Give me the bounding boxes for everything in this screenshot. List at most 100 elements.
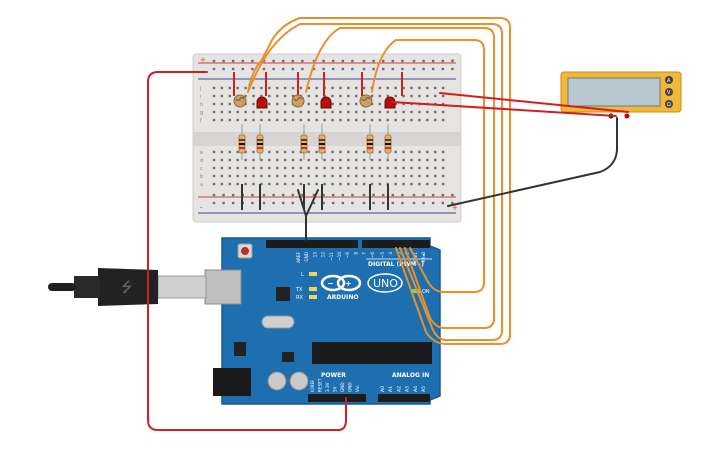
breadboard-hole[interactable] [268, 166, 271, 170]
rail-hole[interactable] [362, 193, 366, 197]
breadboard-hole[interactable] [331, 110, 334, 114]
rail-hole[interactable] [422, 201, 425, 205]
breadboard-hole[interactable] [355, 158, 358, 162]
breadboard-hole[interactable] [323, 118, 326, 122]
digital-header-right[interactable] [362, 240, 430, 248]
breadboard-hole[interactable] [355, 94, 358, 98]
breadboard-hole[interactable] [434, 118, 437, 122]
rail-hole[interactable] [432, 67, 435, 71]
breadboard-hole[interactable] [378, 182, 382, 186]
breadboard-hole[interactable] [228, 166, 231, 170]
rail-hole[interactable] [341, 59, 344, 63]
breadboard-hole[interactable] [252, 94, 255, 98]
rail-hole[interactable] [212, 67, 216, 71]
breadboard-hole[interactable] [347, 110, 350, 114]
breadboard-hole[interactable] [260, 94, 263, 98]
rail-hole[interactable] [351, 59, 354, 63]
rail-hole[interactable] [341, 67, 344, 71]
breadboard-hole[interactable] [347, 182, 350, 186]
breadboard-hole[interactable] [323, 182, 326, 186]
breadboard-hole[interactable] [418, 94, 421, 98]
rail-hole[interactable] [222, 67, 225, 71]
breadboard-hole[interactable] [441, 158, 445, 162]
breadboard-hole[interactable] [434, 158, 437, 162]
rail-hole[interactable] [362, 59, 366, 63]
breadboard-hole[interactable] [339, 158, 342, 162]
breadboard-hole[interactable] [418, 166, 421, 170]
breadboard-hole[interactable] [362, 150, 366, 154]
rail-hole[interactable] [222, 201, 225, 205]
breadboard-hole[interactable] [339, 110, 342, 114]
rail-hole[interactable] [262, 67, 266, 71]
rail-hole[interactable] [272, 59, 275, 63]
breadboard-hole[interactable] [307, 174, 310, 178]
breadboard-hole[interactable] [276, 150, 279, 154]
wire-probe-red[interactable] [439, 92, 629, 113]
rail-hole[interactable] [212, 59, 216, 63]
rail-hole[interactable] [301, 59, 304, 63]
rail-hole[interactable] [312, 201, 316, 205]
breadboard-hole[interactable] [283, 86, 287, 90]
breadboard-hole[interactable] [418, 182, 421, 186]
breadboard-hole[interactable] [228, 182, 231, 186]
rail-hole[interactable] [362, 67, 366, 71]
breadboard-hole[interactable] [386, 174, 389, 178]
breadboard-hole[interactable] [410, 182, 413, 186]
breadboard-hole[interactable] [426, 150, 429, 154]
rail-hole[interactable] [391, 67, 394, 71]
breadboard-hole[interactable] [307, 158, 310, 162]
breadboard-hole[interactable] [362, 110, 366, 114]
breadboard-hole[interactable] [418, 118, 421, 122]
breadboard-hole[interactable] [441, 110, 445, 114]
breadboard-hole[interactable] [378, 86, 382, 90]
breadboard-hole[interactable] [260, 174, 263, 178]
breadboard-hole[interactable] [220, 166, 224, 170]
rail-hole[interactable] [441, 59, 444, 63]
rail-hole[interactable] [382, 201, 385, 205]
breadboard-hole[interactable] [434, 94, 437, 98]
breadboard-hole[interactable] [386, 86, 389, 90]
rail-hole[interactable] [412, 193, 416, 197]
breadboard-hole[interactable] [362, 86, 366, 90]
breadboard-hole[interactable] [212, 174, 216, 178]
breadboard-hole[interactable] [236, 158, 239, 162]
breadboard-hole[interactable] [418, 110, 421, 114]
breadboard-hole[interactable] [378, 110, 382, 114]
breadboard-hole[interactable] [355, 110, 358, 114]
breadboard-hole[interactable] [323, 110, 326, 114]
breadboard-hole[interactable] [426, 182, 429, 186]
rail-hole[interactable] [262, 193, 266, 197]
wire-led-probe[interactable] [391, 101, 617, 117]
breadboard-hole[interactable] [260, 118, 263, 122]
breadboard-hole[interactable] [331, 158, 334, 162]
breadboard-hole[interactable] [315, 166, 318, 170]
rail-hole[interactable] [251, 67, 254, 71]
breadboard-hole[interactable] [426, 166, 429, 170]
breadboard-hole[interactable] [418, 86, 421, 90]
reset-button-cap[interactable] [241, 247, 249, 255]
rail-hole[interactable] [372, 67, 375, 71]
photoresistor[interactable] [233, 94, 247, 108]
rail-hole[interactable] [432, 201, 435, 205]
breadboard-hole[interactable] [410, 158, 413, 162]
breadboard-hole[interactable] [434, 110, 437, 114]
breadboard-hole[interactable] [323, 158, 326, 162]
breadboard-hole[interactable] [355, 150, 358, 154]
breadboard-hole[interactable] [212, 150, 216, 154]
breadboard-hole[interactable] [370, 94, 374, 98]
breadboard-hole[interactable] [283, 182, 287, 186]
breadboard-hole[interactable] [236, 150, 239, 154]
rail-hole[interactable] [232, 201, 235, 205]
rail-hole[interactable] [332, 67, 335, 71]
breadboard-hole[interactable] [236, 182, 239, 186]
breadboard-hole[interactable] [268, 158, 271, 162]
breadboard-hole[interactable] [299, 166, 303, 170]
breadboard-hole[interactable] [276, 102, 279, 106]
breadboard-hole[interactable] [441, 150, 445, 154]
breadboard-hole[interactable] [220, 94, 224, 98]
breadboard-hole[interactable] [228, 150, 231, 154]
breadboard-hole[interactable] [418, 158, 421, 162]
rail-hole[interactable] [251, 201, 254, 205]
breadboard-hole[interactable] [355, 166, 358, 170]
breadboard-hole[interactable] [347, 174, 350, 178]
